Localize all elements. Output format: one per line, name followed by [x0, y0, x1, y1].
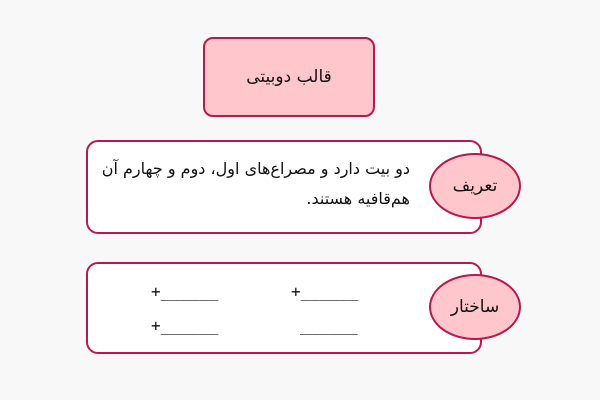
structure-label: ساختار	[429, 274, 521, 340]
definition-text: دو بیت دارد و مصراع‌های اول، دوم و چهارم…	[101, 159, 410, 208]
structure-row-2-right: ______	[300, 316, 358, 335]
definition-card: دو بیت دارد و مصراع‌های اول، دوم و چهارم…	[86, 140, 482, 234]
definition-label-text: تعریف	[452, 176, 498, 196]
structure-row-1-right: +______	[291, 282, 359, 301]
structure-row-1-left: +______	[151, 282, 219, 301]
title-box: قالب دوبیتی	[203, 37, 375, 117]
definition-label: تعریف	[429, 153, 521, 219]
structure-row-2-left: +______	[151, 316, 219, 335]
title-text: قالب دوبیتی	[246, 67, 332, 87]
structure-card: +______ +______ +______ ______	[86, 262, 482, 354]
structure-label-text: ساختار	[450, 297, 500, 317]
